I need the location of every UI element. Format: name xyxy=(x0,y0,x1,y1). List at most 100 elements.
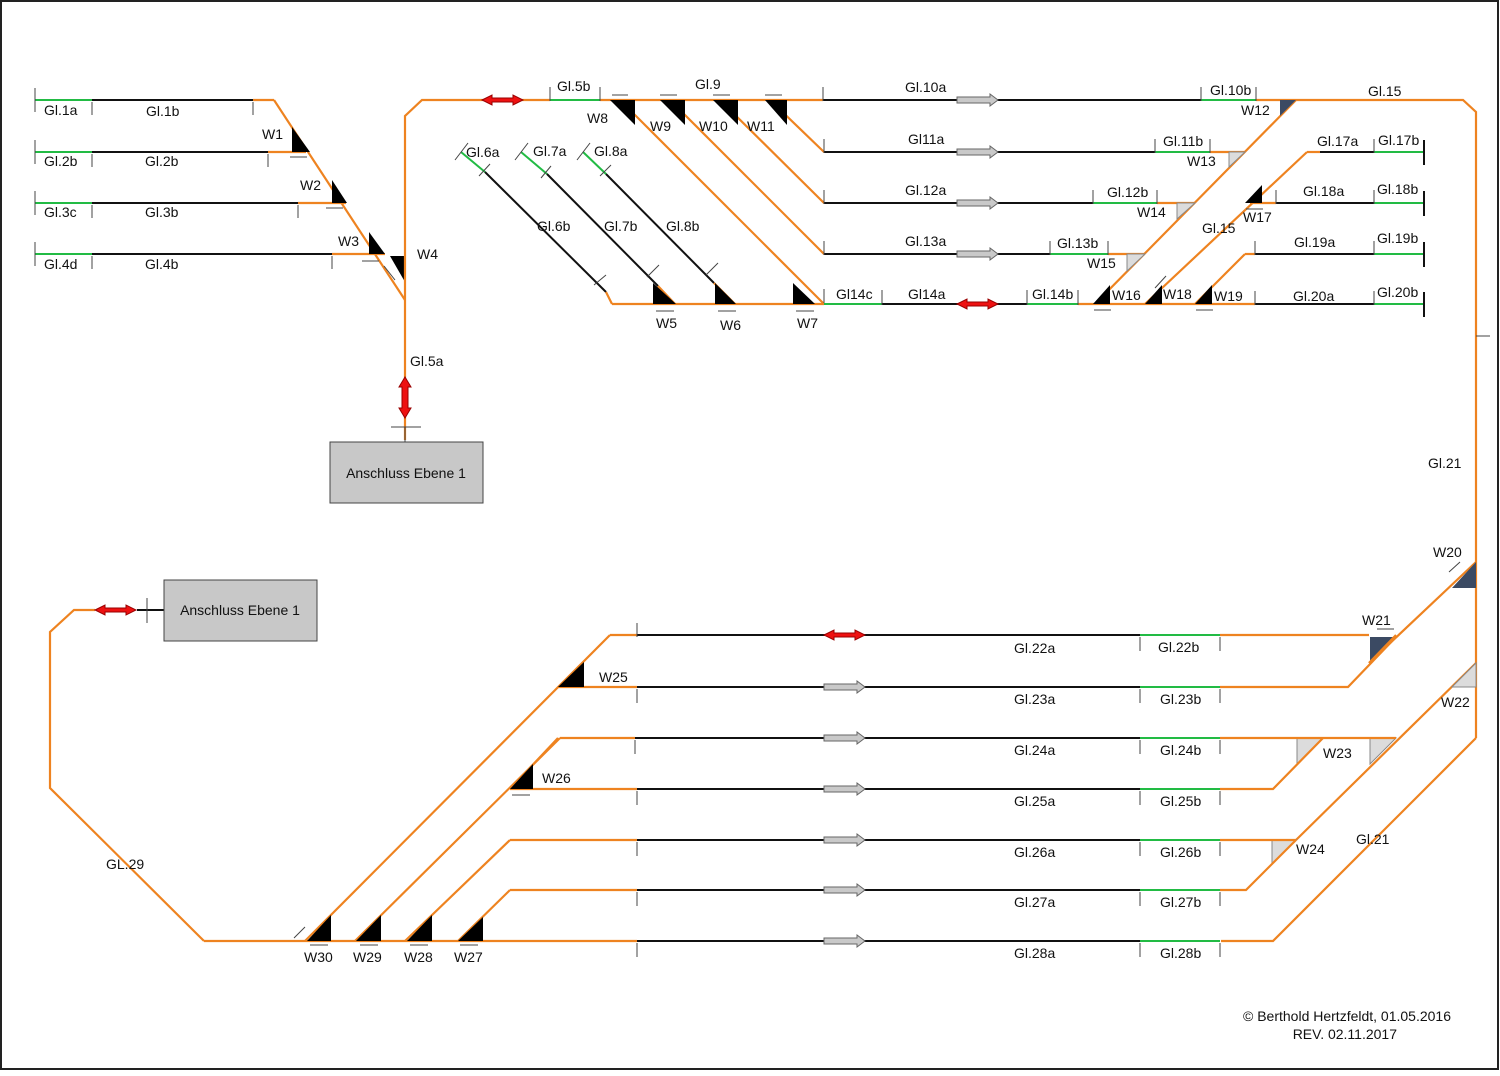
track-label: Gl.4b xyxy=(145,256,179,272)
track-label: Gl.21 xyxy=(1356,831,1390,847)
track-label: Gl.19a xyxy=(1294,234,1335,250)
track-label: Gl.28a xyxy=(1014,945,1055,961)
track-label: Gl.1a xyxy=(44,102,78,118)
track-label: Gl.4d xyxy=(44,256,77,272)
switch-w18-symbol xyxy=(1145,285,1162,304)
switch-label: W27 xyxy=(454,949,483,965)
switch-w7-symbol xyxy=(793,283,815,304)
switch-w20-symbol xyxy=(1452,562,1476,588)
track-label: Gl.15 xyxy=(1202,220,1236,236)
track-label: Gl.20b xyxy=(1377,284,1418,300)
track-label: Gl.25b xyxy=(1160,793,1201,809)
switch-label: W5 xyxy=(656,315,677,331)
track-label: Gl.6a xyxy=(466,144,500,160)
switch-label: W25 xyxy=(599,669,628,685)
direction-arrow xyxy=(823,833,866,847)
switch-w29-symbol xyxy=(356,915,381,941)
switch-w13-symbol xyxy=(1228,151,1247,169)
switch-w25-symbol xyxy=(558,662,584,687)
switch-label: W21 xyxy=(1362,612,1391,628)
station-tracks xyxy=(610,99,1245,305)
track-label: Gl.9 xyxy=(695,76,721,92)
switch-w16-symbol xyxy=(1093,285,1110,304)
track-label: Gl14a xyxy=(908,286,946,302)
track-label: Gl.27b xyxy=(1160,894,1201,910)
track-label: Gl.2b xyxy=(44,153,78,169)
switch-w3-symbol xyxy=(369,232,385,254)
track-label: Gl.1b xyxy=(146,103,180,119)
switch-w19-symbol xyxy=(1195,285,1212,304)
switch-label: W8 xyxy=(587,110,608,126)
revision-text: REV. 02.11.2017 xyxy=(1293,1026,1398,1042)
switch-w6-symbol xyxy=(715,283,736,304)
track-label: Gl.3b xyxy=(145,204,179,220)
switch-label: W19 xyxy=(1214,288,1243,304)
direction-arrow xyxy=(823,883,866,897)
switch-label: W24 xyxy=(1296,841,1325,857)
switch-w15-symbol xyxy=(1126,253,1147,273)
track-label: Gl.19b xyxy=(1377,230,1418,246)
switch-label: W7 xyxy=(797,315,818,331)
track-label: Gl.12b xyxy=(1107,184,1148,200)
track-label: Gl.5a xyxy=(410,353,444,369)
switch-w26-symbol xyxy=(510,764,533,789)
track-label: Gl.2b xyxy=(145,153,179,169)
track-label: Gl.23b xyxy=(1160,691,1201,707)
track-label: Gl.23a xyxy=(1014,691,1055,707)
bidirectional-arrow xyxy=(398,376,412,419)
bidirectional-arrow xyxy=(955,298,1000,310)
track-label: Gl.7a xyxy=(533,143,567,159)
switch-w23-symbol-right xyxy=(1369,737,1398,766)
switch-w2-symbol xyxy=(332,180,347,203)
switch-w28-symbol xyxy=(407,915,432,941)
switch-label: W30 xyxy=(304,949,333,965)
switch-label: W1 xyxy=(262,126,283,142)
switch-w11-symbol xyxy=(765,100,787,125)
switch-labels: W1 W2 W3 W4 W5 W6 W7 W8 W9 W10 W11 W12 W… xyxy=(262,102,1470,965)
track-label: Gl.11b xyxy=(1163,133,1203,149)
track-label: Gl14c xyxy=(836,286,873,302)
track-label: Gl.21 xyxy=(1428,455,1462,471)
direction-arrow xyxy=(823,731,866,745)
bidirectional-arrow xyxy=(93,604,138,616)
switch-w1-symbol xyxy=(292,127,310,152)
switch-label: W28 xyxy=(404,949,433,965)
track-label: Gl.27a xyxy=(1014,894,1055,910)
copyright-text: © Berthold Hertzfeldt, 01.05.2016 xyxy=(1243,1008,1451,1024)
track-label: Gl.12a xyxy=(905,182,946,198)
switch-label: W4 xyxy=(417,246,438,262)
direction-arrow xyxy=(956,196,999,210)
track-label: Gl.15 xyxy=(1368,83,1402,99)
direction-arrow xyxy=(823,782,866,796)
track-label: Gl.6b xyxy=(537,218,571,234)
switch-label: W26 xyxy=(542,770,571,786)
switch-label: W15 xyxy=(1087,255,1116,271)
connection-box-lower-label: Anschluss Ebene 1 xyxy=(180,602,300,618)
track-label: Gl.26b xyxy=(1160,844,1201,860)
track-label: Gl.13a xyxy=(905,233,946,249)
bidirectional-arrow xyxy=(480,94,525,106)
track-label: Gl.8a xyxy=(594,143,628,159)
track-label: Gl.8b xyxy=(666,218,700,234)
switch-label: W12 xyxy=(1241,102,1270,118)
track-gl29 xyxy=(48,598,205,942)
track-label: Gl.18b xyxy=(1377,181,1418,197)
switch-w9-symbol xyxy=(660,100,685,125)
track-label: Gl.13b xyxy=(1057,235,1098,251)
switch-w30-symbol xyxy=(307,915,331,941)
bidirectional-arrow xyxy=(822,629,867,641)
track-label: Gl.10b xyxy=(1210,82,1251,98)
switch-label: W14 xyxy=(1137,204,1166,220)
switch-label: W10 xyxy=(699,118,728,134)
switch-label: W13 xyxy=(1187,153,1216,169)
switch-w27-symbol xyxy=(458,917,483,941)
track-label: Gl.24a xyxy=(1014,742,1055,758)
connection-box-upper-label: Anschluss Ebene 1 xyxy=(346,465,466,481)
switch-w14-symbol xyxy=(1176,202,1197,221)
lower-yard xyxy=(204,623,1397,957)
switch-w10-symbol xyxy=(713,100,738,125)
switch-label: W16 xyxy=(1112,287,1141,303)
track-label: Gl.24b xyxy=(1160,742,1201,758)
connection-box-upper xyxy=(329,441,484,504)
